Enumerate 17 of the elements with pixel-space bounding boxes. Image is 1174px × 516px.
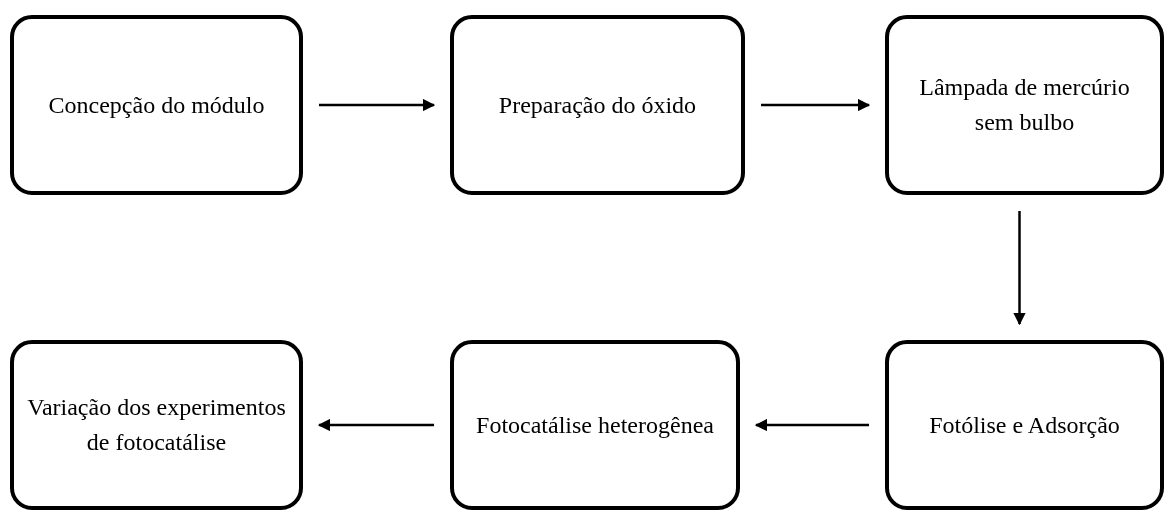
box-label: Fotólise e Adsorção [928,410,1121,440]
arrow [754,418,869,432]
box-label: Lâmpada de mercúrio sem bulbo [918,73,1131,137]
arrow [761,98,871,112]
box-label: Preparação do óxido [497,90,698,120]
process-box [885,340,1164,510]
arrow [319,98,436,112]
box-label: Fotocatálise heterogênea [475,410,715,440]
process-box [450,340,740,510]
process-box [10,15,303,195]
box-label: Variação dos experimentos de fotocatálise [26,393,287,457]
process-box [885,15,1164,195]
process-box [450,15,745,195]
process-box [10,340,303,510]
arrow [1013,211,1026,326]
arrow [317,418,434,432]
box-label: Concepção do módulo [47,90,266,120]
